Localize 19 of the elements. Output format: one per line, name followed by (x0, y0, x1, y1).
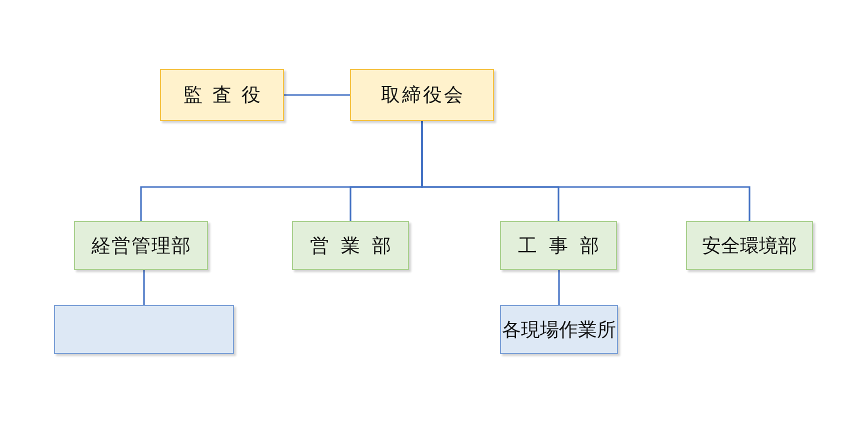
org-box (350, 69, 494, 121)
box-label: 監査役 (184, 83, 270, 108)
box-label: 安全環境部 (702, 234, 797, 258)
connector-line (143, 270, 145, 305)
org-box (160, 69, 284, 121)
connector-line (421, 121, 750, 221)
box-label: 工事部 (518, 234, 611, 258)
department-box (292, 221, 409, 270)
box-label: 各現場作業所 (502, 318, 616, 342)
department-box (74, 221, 208, 270)
box-label: 経営管理部 (92, 234, 192, 258)
box-label: 取締役会 (381, 83, 465, 108)
department-box (500, 221, 617, 270)
connector-line (558, 270, 560, 305)
site-box (500, 305, 618, 354)
connector-line (284, 94, 350, 96)
company-box (54, 305, 234, 354)
department-box (686, 221, 813, 270)
box-label: 営業部 (310, 234, 403, 258)
